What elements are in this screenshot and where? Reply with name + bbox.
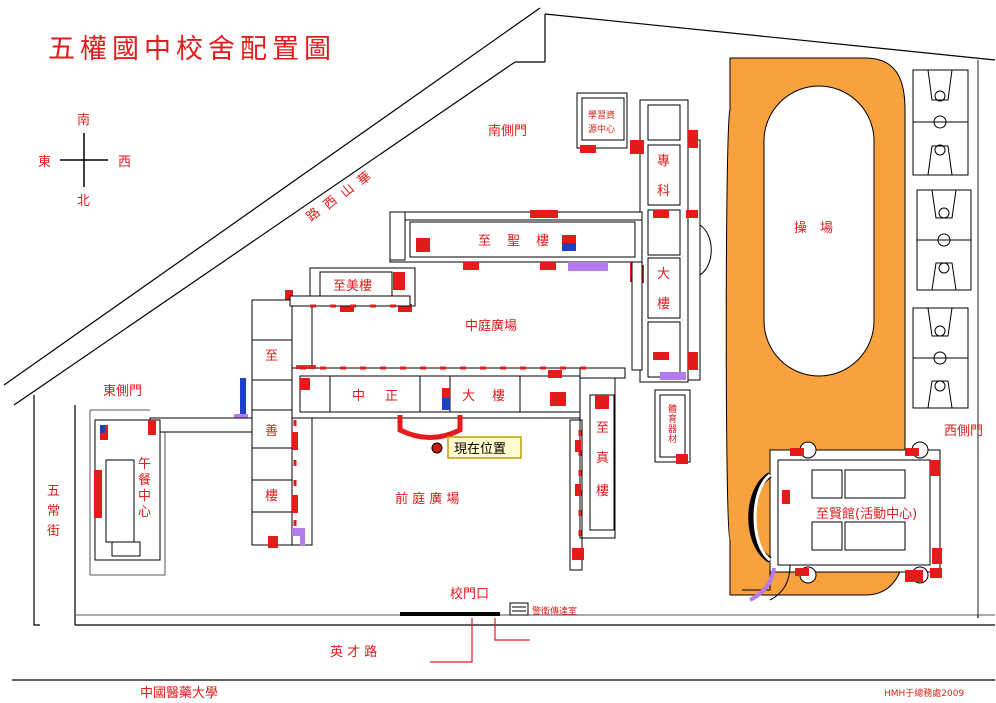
zhizhen-label-1: 至	[596, 421, 609, 436]
campus-boundary	[75, 60, 995, 616]
playground-label: 操 場	[794, 220, 833, 236]
road-label-2: 山	[338, 181, 358, 201]
main-gate	[400, 612, 530, 663]
sports-room-label-3: 器	[668, 424, 677, 435]
learning-center: 學習資 源中心	[576, 92, 628, 153]
zhisheng-label-3: 樓	[536, 234, 549, 249]
zhuanke-label-2: 科	[657, 184, 670, 199]
lunch-center-label-4: 心	[138, 505, 151, 520]
zhimei-label: 至美樓	[333, 279, 372, 294]
lunch-center: 午 餐 中 心	[94, 419, 161, 561]
zhisheng-label-2: 聖	[507, 234, 520, 249]
lunch-center-label-3: 中	[138, 489, 151, 504]
zhisheng-label-1: 至	[478, 234, 491, 249]
learning-center-label-1: 學習資	[588, 109, 615, 121]
compass: 南 東 西 北	[38, 112, 131, 209]
zhongzheng-label-2: 正	[385, 389, 398, 404]
fence-dashes	[293, 304, 590, 540]
learning-center-label-2: 源中心	[588, 123, 615, 135]
credit-label: HMH于總務處2009	[884, 687, 964, 699]
west-gate-label: 西側門	[944, 424, 983, 439]
guard-room: 警衛傳達室	[509, 602, 577, 617]
dalou-vertical-label-2: 樓	[657, 297, 670, 312]
connector-lunch	[149, 417, 253, 433]
zhongzheng-label-3: 大	[462, 389, 475, 404]
road-label-4: 路	[303, 204, 323, 225]
gym-label: 至賢館(活動中心)	[816, 507, 917, 522]
zhizhen-label-3: 樓	[596, 484, 609, 499]
zhizhen-building: 至 真 樓	[569, 377, 616, 571]
compass-east: 東	[38, 154, 51, 170]
zhishan-label-2: 善	[265, 423, 278, 439]
you-are-here-marker	[431, 442, 443, 454]
university-label: 中國醫藥大學	[140, 686, 218, 701]
sports-room-label-1: 體	[668, 403, 677, 415]
sports-room-label-4: 材	[668, 433, 677, 445]
road-label-3: 西	[321, 193, 341, 213]
middle-plaza-label: 中庭廣場	[465, 318, 517, 334]
zhongzheng-building: 中 正 大 樓	[291, 365, 591, 440]
you-are-here: 現在位置	[431, 436, 522, 459]
east-gate-label: 東側門	[103, 383, 142, 399]
you-are-here-label: 現在位置	[454, 442, 506, 457]
zhishan-label-1: 至	[265, 349, 278, 364]
zhuanke-label-1: 專	[657, 154, 670, 169]
main-gate-label: 校門口	[450, 586, 489, 602]
lunch-center-label-2: 餐	[138, 472, 151, 488]
zhisheng-building: 至 聖 樓	[389, 210, 643, 282]
zhishan-building: 至 善 樓	[234, 299, 313, 548]
guard-room-label: 警衛傳達室	[532, 605, 577, 617]
map-title: 五權國中校舍配置圖	[48, 34, 336, 65]
compass-north: 北	[77, 194, 90, 209]
zhuanke-building: 專 科 大 樓	[630, 99, 712, 383]
gymnasium: 至賢館(活動中心)	[742, 441, 942, 602]
walkways	[289, 211, 643, 379]
street-label-2: 常	[47, 504, 60, 519]
sports-room-label-2: 育	[668, 413, 677, 425]
lunch-center-label-1: 午	[138, 457, 151, 472]
sports-room: 體 育 器 材	[654, 389, 691, 464]
left-street-label: 五 常 街	[47, 484, 60, 539]
zhongzheng-label-1: 中	[352, 389, 365, 404]
basketball-courts	[912, 69, 972, 409]
zhizhen-label-2: 真	[596, 451, 609, 466]
street-label-3: 街	[47, 524, 60, 539]
road-label-1: 華	[355, 169, 375, 189]
compass-south: 南	[77, 112, 90, 128]
bottom-road-label: 英 才 路	[330, 644, 377, 660]
zhongzheng-label-4: 樓	[492, 389, 505, 404]
south-gate-label: 南側門	[488, 123, 527, 139]
diagonal-road-label: 華 山 西 路	[303, 169, 374, 225]
front-plaza-label: 前 庭 廣 場	[395, 491, 459, 507]
street-label-1: 五	[47, 484, 60, 499]
compass-west: 西	[118, 155, 131, 170]
zhishan-label-3: 樓	[265, 489, 278, 504]
dalou-vertical-label-1: 大	[657, 267, 670, 282]
